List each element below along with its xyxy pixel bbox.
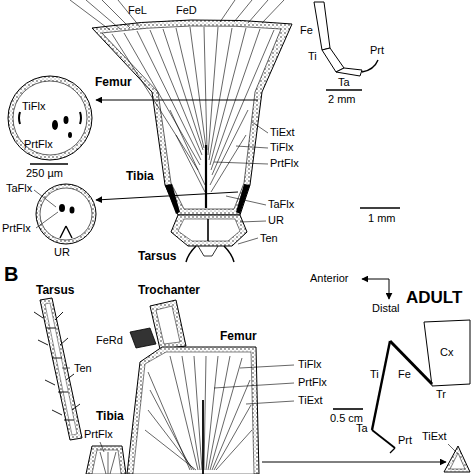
part-label: FeD bbox=[176, 4, 197, 17]
part-label: FeL bbox=[128, 4, 147, 17]
part-label: UR bbox=[54, 246, 70, 259]
part-label: TaFlx bbox=[6, 182, 32, 195]
segment-heading: Tibia bbox=[126, 170, 154, 184]
part-label: Fe bbox=[300, 24, 313, 37]
part-label: Distal bbox=[372, 302, 400, 315]
cross-section bbox=[8, 76, 96, 244]
panel-letter: B bbox=[4, 263, 18, 286]
part-label: PrtFlx bbox=[84, 428, 113, 441]
part-label: PrtFlx bbox=[298, 376, 327, 389]
part-label: Prt bbox=[370, 44, 384, 57]
part-label: TiFlx bbox=[22, 100, 45, 113]
part-label: Anterior bbox=[310, 272, 349, 285]
part-label: Ta bbox=[338, 76, 350, 89]
part-label: PrtFlx bbox=[24, 138, 53, 151]
segment-heading: Femur bbox=[220, 330, 257, 344]
leader-line bbox=[62, 365, 456, 452]
part-label: TiExt bbox=[270, 126, 295, 139]
segment-heading: Tarsus bbox=[36, 284, 74, 298]
part-label: FeRd bbox=[96, 334, 123, 347]
larval-tibia bbox=[171, 215, 247, 262]
part-label: Fe bbox=[398, 368, 411, 381]
part-label: UR bbox=[268, 214, 284, 227]
part-label: Ta bbox=[356, 422, 368, 435]
larval-leg-inset bbox=[314, 2, 378, 76]
part-label: Ti bbox=[308, 50, 317, 63]
adult-leg-inset bbox=[372, 320, 470, 453]
part-label: PrtFlx bbox=[2, 222, 31, 235]
trochanter bbox=[130, 300, 186, 349]
adult-tibia bbox=[86, 446, 126, 474]
section-arrow bbox=[262, 462, 446, 463]
section-arrow bbox=[96, 100, 258, 200]
leader-line bbox=[34, 122, 268, 244]
part-label: TiExt bbox=[422, 430, 447, 443]
adult-femur bbox=[127, 347, 259, 474]
part-label: TiExt bbox=[298, 394, 323, 407]
larval-femur bbox=[70, 0, 292, 215]
part-label: TaFlx bbox=[268, 198, 294, 211]
part-label: Ti bbox=[370, 368, 379, 381]
segment-heading: Tibia bbox=[96, 410, 124, 424]
segment-heading: Femur bbox=[95, 76, 132, 90]
part-label: Cx bbox=[440, 346, 453, 359]
part-label: Ten bbox=[74, 362, 92, 375]
segment-heading: Trochanter bbox=[138, 284, 200, 298]
part-label: Ten bbox=[260, 232, 278, 245]
part-label: TiFlx bbox=[298, 358, 321, 371]
part-label: TiFlx bbox=[270, 141, 293, 154]
part-label: PrtFlx bbox=[270, 157, 299, 170]
segment-heading: Tarsus bbox=[138, 250, 176, 264]
part-label: Prt bbox=[398, 434, 412, 447]
part-label: 2 mm bbox=[328, 93, 356, 106]
stage-heading: ADULT bbox=[406, 288, 462, 308]
part-label: 1 mm bbox=[368, 212, 396, 225]
part-label: 250 µm bbox=[26, 167, 63, 180]
direction-arrow bbox=[362, 279, 389, 299]
part-label: Tr bbox=[436, 388, 446, 401]
cross-section bbox=[444, 446, 470, 472]
